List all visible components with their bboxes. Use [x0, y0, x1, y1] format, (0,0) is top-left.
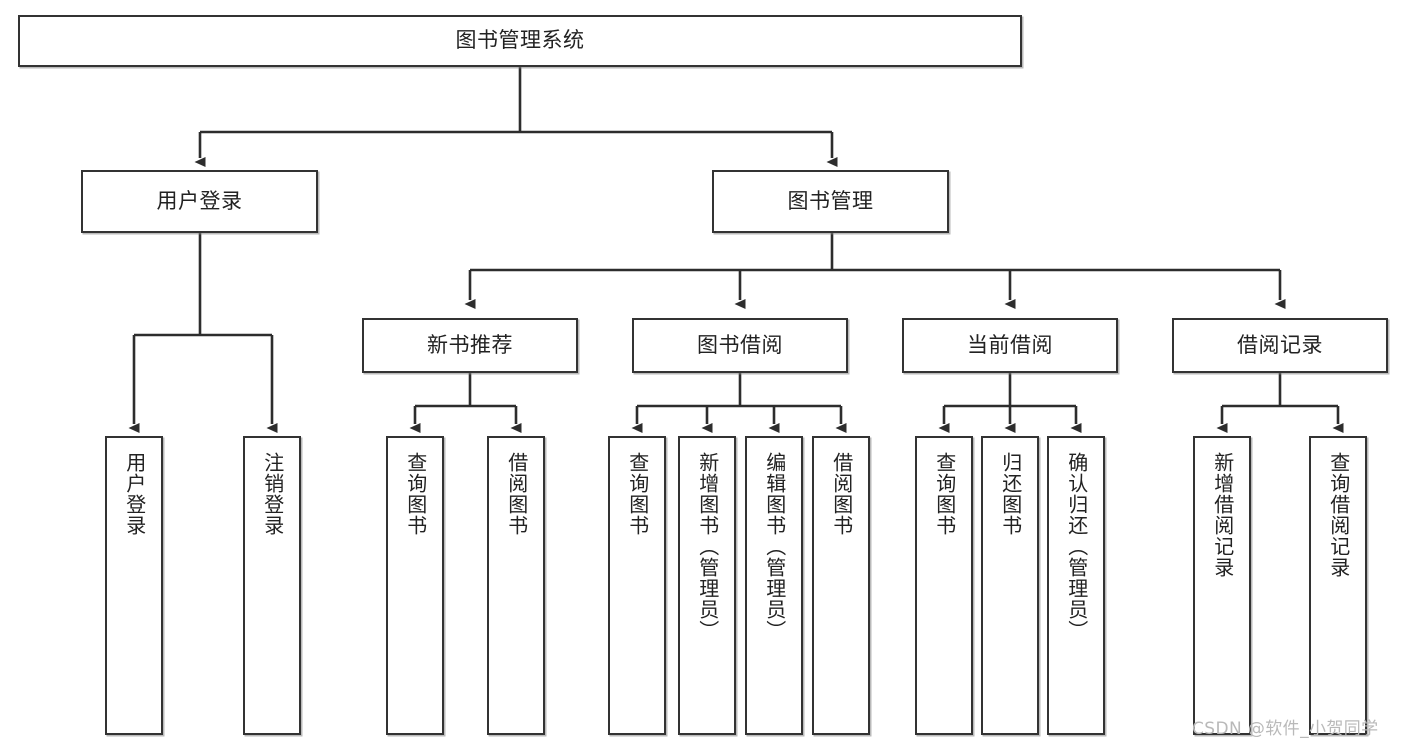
node-borrow-record[interactable]: 借阅记录 — [1172, 318, 1388, 373]
node-user-login-label: 用户登录 — [156, 188, 243, 213]
node-leaf-add-record-label: 新增借阅记录 — [1210, 452, 1235, 578]
node-book-borrow[interactable]: 图书借阅 — [632, 318, 848, 373]
node-leaf-query-book-1[interactable]: 查询图书 — [386, 436, 444, 735]
node-leaf-edit-book-label: 编辑图书（管理员） — [762, 452, 787, 641]
node-current-borrow-label: 当前借阅 — [967, 332, 1053, 357]
node-leaf-query-book-3-label: 查询图书 — [932, 452, 957, 536]
node-leaf-borrow-book-1-label: 借阅图书 — [504, 452, 529, 536]
node-leaf-query-book-3[interactable]: 查询图书 — [915, 436, 973, 735]
node-leaf-logout-label: 注销登录 — [260, 452, 285, 536]
node-leaf-return-book-label: 归还图书 — [998, 452, 1023, 536]
node-leaf-confirm-return-label: 确认归还（管理员） — [1064, 452, 1089, 641]
node-new-book-rec-label: 新书推荐 — [427, 332, 513, 357]
node-leaf-confirm-return[interactable]: 确认归还（管理员） — [1047, 436, 1105, 735]
node-leaf-user-login-label: 用户登录 — [122, 452, 147, 536]
node-book-borrow-label: 图书借阅 — [697, 332, 783, 357]
node-leaf-add-book-label: 新增图书（管理员） — [695, 452, 720, 641]
node-leaf-borrow-book-2-label: 借阅图书 — [829, 452, 854, 536]
node-user-login[interactable]: 用户登录 — [81, 170, 318, 233]
node-leaf-return-book[interactable]: 归还图书 — [981, 436, 1039, 735]
node-leaf-query-record[interactable]: 查询借阅记录 — [1309, 436, 1367, 735]
node-root[interactable]: 图书管理系统 — [18, 15, 1022, 67]
node-book-manage[interactable]: 图书管理 — [712, 170, 949, 233]
watermark: CSDN @软件_小贺同学 — [1192, 719, 1379, 739]
node-new-book-rec[interactable]: 新书推荐 — [362, 318, 578, 373]
node-leaf-query-book-2-label: 查询图书 — [625, 452, 650, 536]
node-book-manage-label: 图书管理 — [787, 188, 874, 213]
node-leaf-user-login[interactable]: 用户登录 — [105, 436, 163, 735]
node-leaf-query-book-1-label: 查询图书 — [403, 452, 428, 536]
node-leaf-add-book[interactable]: 新增图书（管理员） — [678, 436, 736, 735]
node-leaf-logout[interactable]: 注销登录 — [243, 436, 301, 735]
node-leaf-edit-book[interactable]: 编辑图书（管理员） — [745, 436, 803, 735]
node-leaf-query-record-label: 查询借阅记录 — [1326, 452, 1351, 578]
node-root-label: 图书管理系统 — [455, 28, 585, 53]
node-leaf-add-record[interactable]: 新增借阅记录 — [1193, 436, 1251, 735]
node-leaf-query-book-2[interactable]: 查询图书 — [608, 436, 666, 735]
node-leaf-borrow-book-2[interactable]: 借阅图书 — [812, 436, 870, 735]
node-borrow-record-label: 借阅记录 — [1237, 332, 1323, 357]
node-leaf-borrow-book-1[interactable]: 借阅图书 — [487, 436, 545, 735]
node-current-borrow[interactable]: 当前借阅 — [902, 318, 1118, 373]
